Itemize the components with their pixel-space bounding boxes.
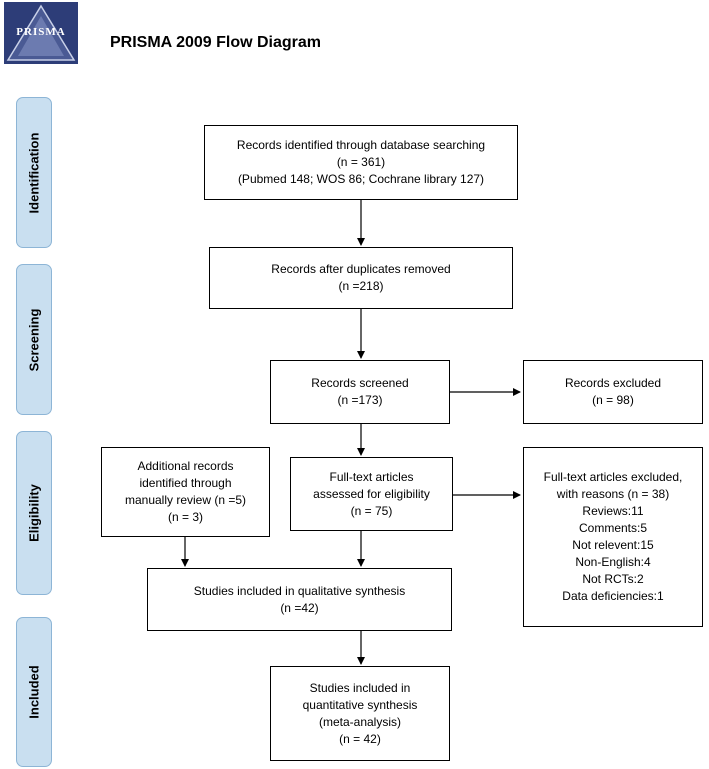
quantitative-synthesis-line-1: Studies included in — [309, 680, 411, 695]
records-excluded-label: Records excluded — [564, 376, 662, 390]
records-screened-label: Records screened — [311, 376, 409, 390]
records-screened-box: Records screened (n =173) — [270, 360, 450, 424]
additional-records-line-2: identified through — [139, 476, 232, 490]
fulltext-assessed-line-2: assessed for eligibility — [313, 486, 430, 501]
fulltext-excluded-line-2: with reasons (n = 38) — [556, 487, 670, 501]
fulltext-excluded-box: Full-text articles excluded, with reason… — [523, 447, 703, 627]
fulltext-assessed-count: (n = 75) — [350, 503, 393, 518]
quantitative-synthesis-line-3: (meta-analysis) — [318, 714, 402, 729]
qualitative-synthesis-count: (n =42) — [280, 600, 319, 615]
phase-included: Included — [16, 617, 52, 767]
records-excluded-box: Records excluded (n = 98) — [523, 360, 703, 424]
phase-identification: Identification — [16, 97, 52, 248]
quantitative-synthesis-box: Studies included in quantitative synthes… — [270, 666, 450, 761]
phase-eligibility: Eligibility — [16, 431, 52, 595]
records-excluded-count: (n = 98) — [592, 393, 634, 407]
records-identified-sources: (Pubmed 148; WOS 86; Cochrane library 12… — [237, 172, 485, 186]
exclusion-reason-not-relevent: Not relevent:15 — [572, 538, 654, 552]
additional-records-box: Additional records identified through ma… — [101, 447, 270, 537]
exclusion-reason-data-deficiencies: Data deficiencies:1 — [562, 589, 664, 603]
fulltext-excluded-line-1: Full-text articles excluded, — [543, 470, 683, 484]
records-identified-count: (n = 361) — [336, 155, 386, 169]
additional-records-line-3: manually review (n =5) — [124, 493, 247, 507]
page-title: PRISMA 2009 Flow Diagram — [110, 34, 322, 51]
exclusion-reason-comments: Comments:5 — [578, 521, 648, 535]
after-duplicates-label: Records after duplicates removed — [271, 262, 451, 276]
logo-text: PRISMA — [16, 26, 66, 38]
records-identified-label: Records identified through database sear… — [236, 138, 486, 152]
additional-records-count: (n = 3) — [167, 510, 203, 524]
quantitative-synthesis-line-2: quantitative synthesis — [302, 697, 418, 712]
additional-records-line-1: Additional records — [137, 459, 234, 473]
fulltext-assessed-line-1: Full-text articles — [329, 469, 414, 484]
qualitative-synthesis-box: Studies included in qualitative synthesi… — [147, 568, 452, 631]
fulltext-assessed-box: Full-text articles assessed for eligibil… — [290, 457, 453, 531]
qualitative-synthesis-label: Studies included in qualitative synthesi… — [193, 583, 406, 598]
records-identified-box: Records identified through database sear… — [204, 125, 518, 200]
records-screened-count: (n =173) — [337, 393, 383, 407]
phase-screening: Screening — [16, 264, 52, 415]
records-after-duplicates-box: Records after duplicates removed (n =218… — [209, 247, 513, 309]
exclusion-reason-reviews: Reviews:11 — [582, 504, 644, 518]
quantitative-synthesis-count: (n = 42) — [339, 731, 381, 746]
exclusion-reason-non-english: Non-English:4 — [575, 555, 651, 569]
exclusion-reason-not-rcts: Not RCTs:2 — [582, 572, 644, 586]
after-duplicates-count: (n =218) — [338, 279, 384, 293]
prisma-logo: PRISMA — [4, 2, 78, 64]
